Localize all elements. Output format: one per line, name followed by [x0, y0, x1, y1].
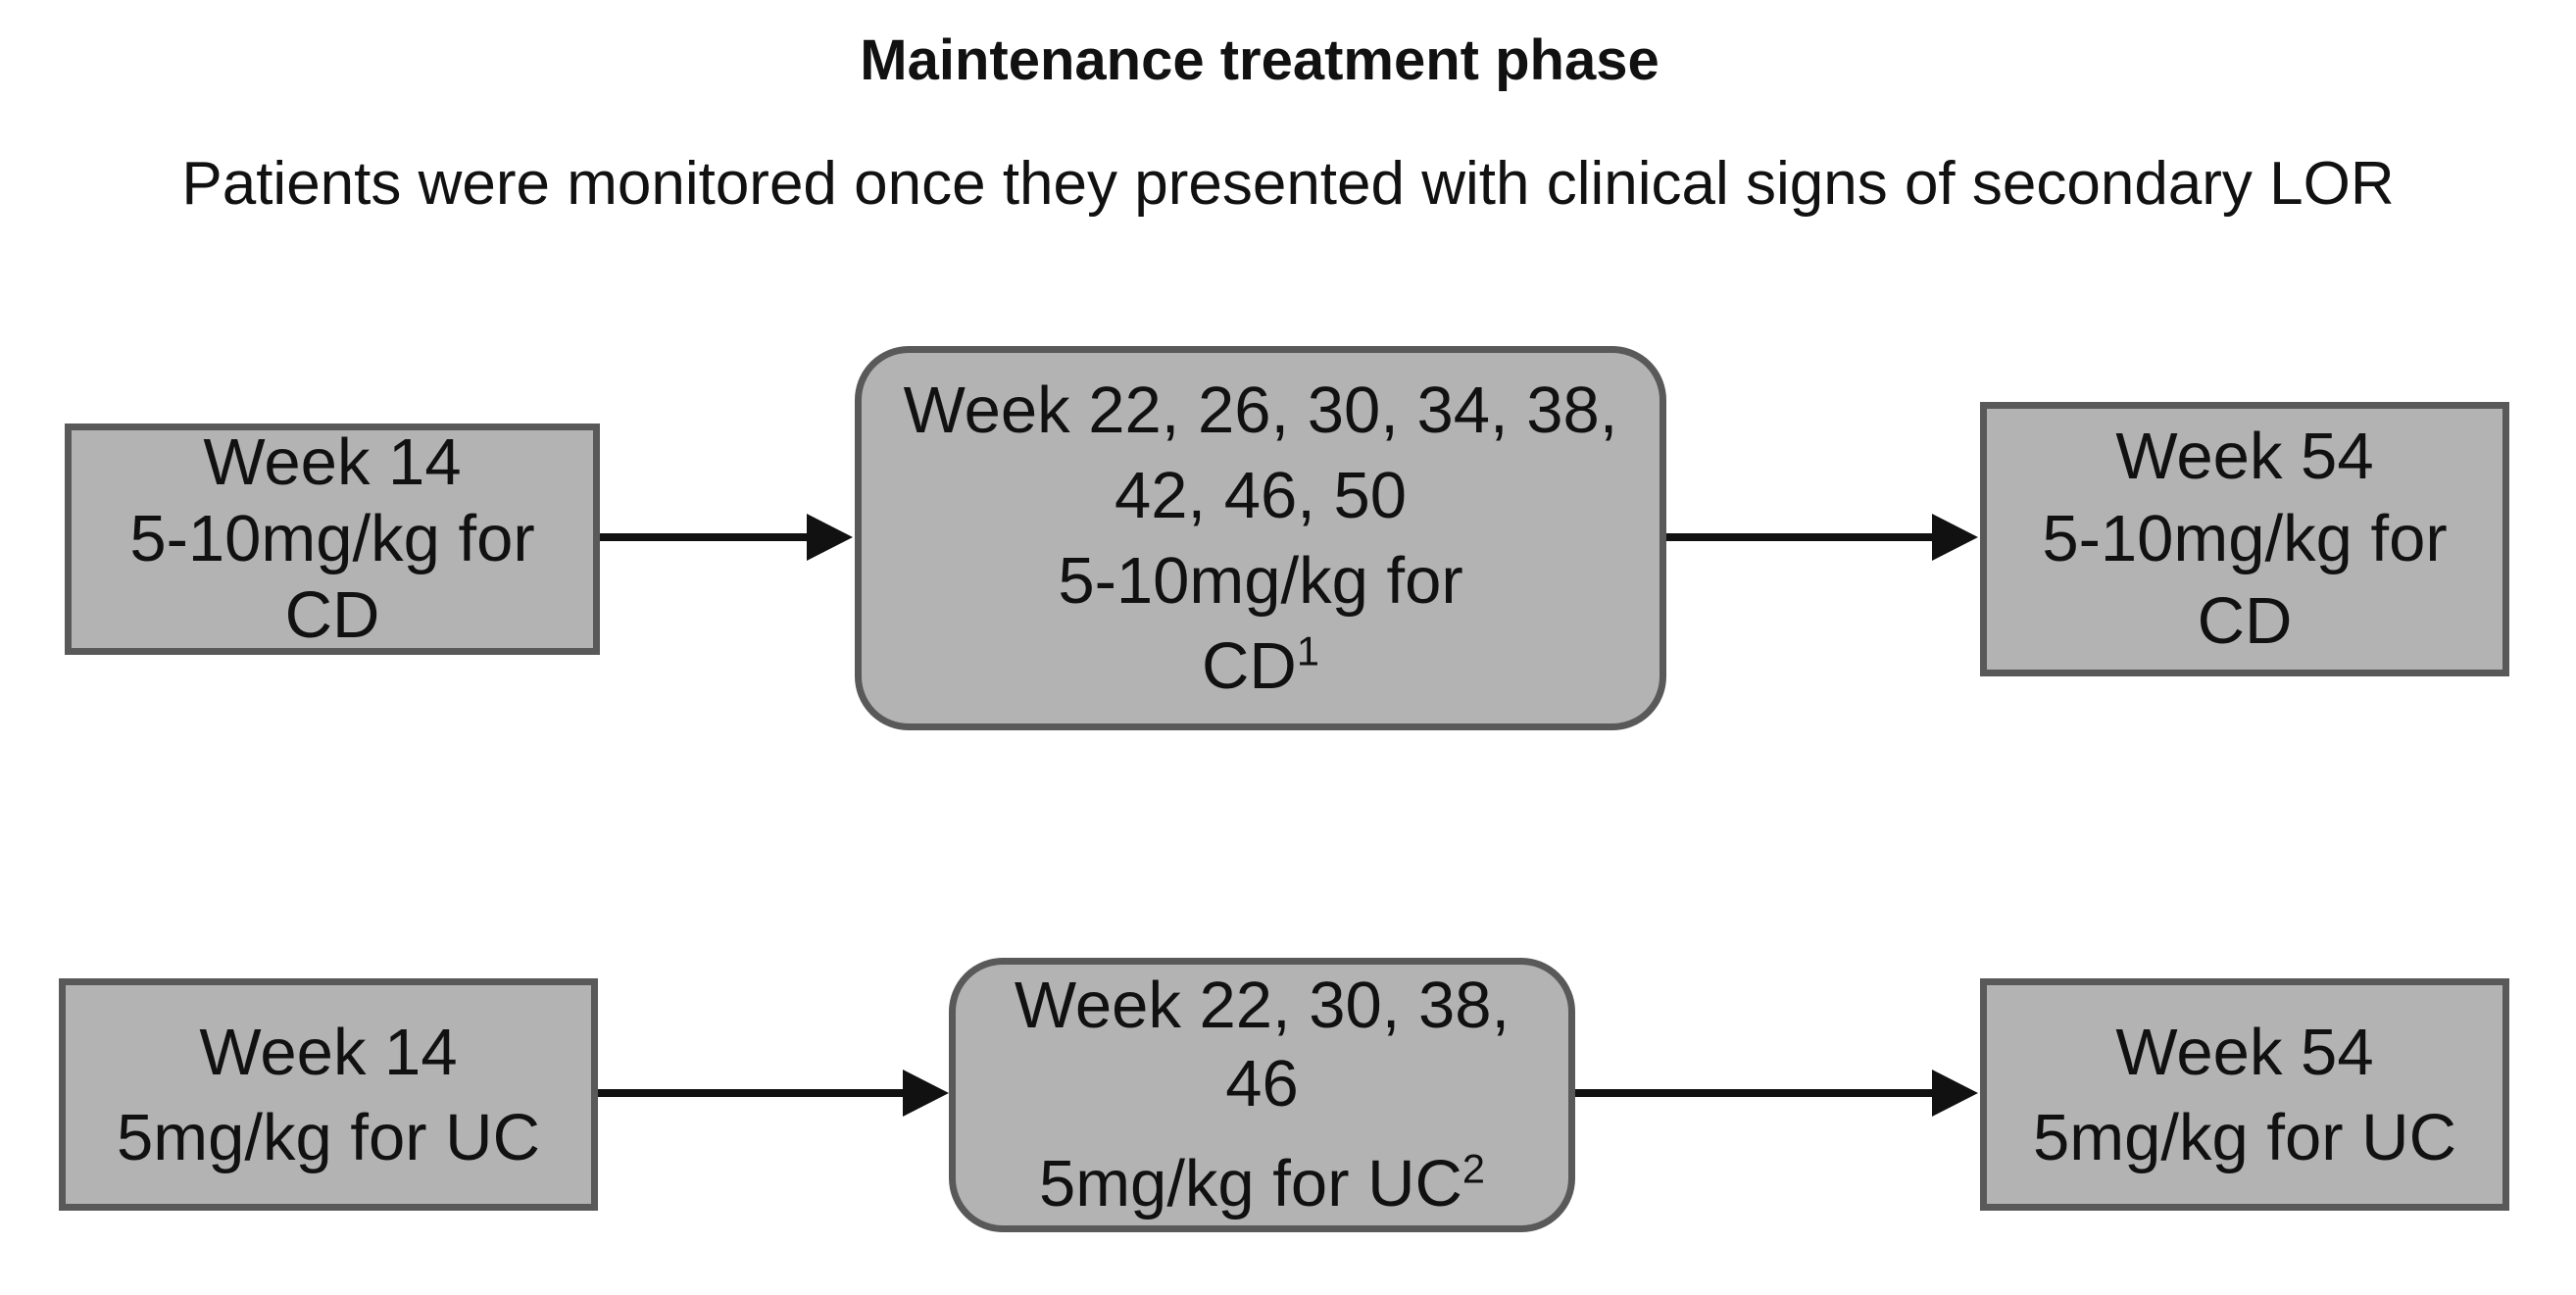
node-week14-cd: Week 14 5-10mg/kg for CD [65, 423, 600, 655]
footnote-superscript: 1 [1296, 627, 1319, 674]
arrowhead-icon [903, 1070, 949, 1117]
arrowhead-icon [1932, 1070, 1978, 1117]
arrow-shaft [600, 533, 814, 541]
node-maintenance-weeks-cd: Week 22, 26, 30, 34, 38, 42, 46, 50 5-10… [855, 346, 1666, 730]
node-line: Week 14 [199, 1015, 458, 1089]
node-line: 5mg/kg for UC [2033, 1100, 2456, 1174]
node-line: Week 22, 30, 38, [1014, 969, 1511, 1042]
node-line: CD [2197, 584, 2293, 658]
diagram-title: Maintenance treatment phase [860, 28, 1660, 92]
node-line-base: 5mg/kg for UC [1038, 1147, 1462, 1220]
arrow-shaft [1575, 1089, 1939, 1097]
node-line: 46 [1225, 1047, 1299, 1121]
node-line: 5-10mg/kg for [129, 502, 535, 575]
arrow-shaft [1666, 533, 1939, 541]
node-line: 5mg/kg for UC [117, 1100, 540, 1174]
arrow-cd-maintenance-to-end [1666, 514, 1978, 561]
node-line: CD [284, 578, 380, 652]
diagram-subtitle: Patients were monitored once they presen… [181, 150, 2395, 218]
node-line: Week 14 [203, 425, 462, 499]
node-week14-uc: Week 14 5mg/kg for UC [59, 978, 598, 1211]
node-line: Week 22, 26, 30, 34, 38, [903, 374, 1618, 447]
node-line: 5-10mg/kg for [1058, 544, 1463, 618]
node-week54-cd: Week 54 5-10mg/kg for CD [1980, 402, 2509, 676]
node-line-base: CD [1202, 629, 1297, 703]
arrowhead-icon [807, 514, 853, 561]
node-line: 5-10mg/kg for [2042, 502, 2448, 575]
node-maintenance-weeks-uc: Week 22, 30, 38, 46 5mg/kg for UC2 [949, 958, 1575, 1232]
footnote-superscript: 2 [1461, 1145, 1485, 1192]
node-line: 5mg/kg for UC2 [956, 1145, 1568, 1223]
arrowhead-icon [1932, 514, 1978, 561]
arrow-shaft [598, 1089, 910, 1097]
node-week54-uc: Week 54 5mg/kg for UC [1980, 978, 2509, 1211]
node-line: CD1 [862, 623, 1660, 709]
arrow-cd-start-to-maintenance [600, 514, 853, 561]
arrow-uc-start-to-maintenance [598, 1070, 949, 1117]
node-line: 42, 46, 50 [1114, 459, 1408, 532]
node-line: Week 54 [2115, 420, 2374, 493]
arrow-uc-maintenance-to-end [1575, 1070, 1978, 1117]
node-line: Week 54 [2115, 1015, 2374, 1089]
